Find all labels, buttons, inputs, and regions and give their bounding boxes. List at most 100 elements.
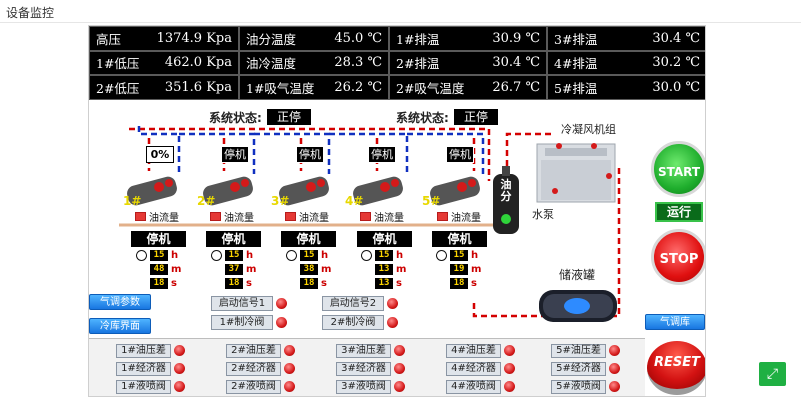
minutes-unit: m xyxy=(171,264,182,275)
fault-lamp xyxy=(284,345,295,356)
oil-flow-lamp xyxy=(210,212,221,221)
fullscreen-icon[interactable]: ⤢ xyxy=(759,362,786,386)
reading-label: 油分温度 xyxy=(246,31,297,47)
compressor-number: 4# xyxy=(345,194,364,208)
fault-lamp xyxy=(504,381,515,392)
oil-flow-lamp xyxy=(437,212,448,221)
minutes-value: 19 xyxy=(450,264,468,275)
reading-value: 30.2 ℃ xyxy=(652,55,700,71)
compressor-number: 1# xyxy=(123,194,142,208)
reading-label: 1#吸气温度 xyxy=(246,80,315,96)
reading-value: 30.4 ℃ xyxy=(652,30,700,46)
ac-params-button[interactable]: 气调参数 xyxy=(89,294,151,310)
hours-value: 15 xyxy=(150,250,168,261)
oil-flow-indicator: 油流量 xyxy=(210,209,254,224)
title-divider xyxy=(0,22,801,23)
reading-label: 1#低压 xyxy=(96,56,140,72)
fault-lamp xyxy=(504,363,515,374)
signal-lamp xyxy=(276,298,287,309)
system-status-label: 系统状态: xyxy=(396,111,449,125)
ac-store-button[interactable]: 气调库 xyxy=(645,314,705,330)
fault-lamp xyxy=(174,363,185,374)
compressor-run-state: 停机 xyxy=(432,231,487,247)
reading-label: 2#排温 xyxy=(396,56,440,72)
clock-icon xyxy=(211,250,222,261)
hours-unit: h xyxy=(396,250,404,261)
fault-lamp xyxy=(284,381,295,392)
compressor-status: 停机 xyxy=(221,146,249,163)
hours-value: 15 xyxy=(300,250,318,261)
fault-label: 1#液喷阀 xyxy=(116,380,171,394)
compressor-graphic xyxy=(430,176,480,206)
cold-store-button[interactable]: 冷库界面 xyxy=(89,318,151,334)
system-status-value: 正停 xyxy=(454,109,498,125)
start-button[interactable]: START xyxy=(651,141,705,197)
clock-icon xyxy=(136,250,147,261)
fault-label: 5#经济器 xyxy=(551,362,606,376)
minutes-value: 13 xyxy=(375,264,393,275)
compressor-number: 5# xyxy=(422,194,441,208)
oil-flow-lamp xyxy=(360,212,371,221)
fault-lamp xyxy=(174,345,185,356)
oil-separator-label: 油分 xyxy=(500,178,512,203)
fault-label: 3#经济器 xyxy=(336,362,391,376)
fault-lamp xyxy=(394,345,405,356)
hours-unit: h xyxy=(471,250,479,261)
suction-pipe xyxy=(407,132,485,174)
reset-button[interactable]: RESET xyxy=(647,341,705,395)
reading-value: 45.0 ℃ xyxy=(334,30,382,46)
minutes-value: 38 xyxy=(300,264,318,275)
run-indicator: 运行 xyxy=(655,202,703,222)
suction-pipe xyxy=(329,132,409,174)
compressor-run-state: 停机 xyxy=(131,231,186,247)
compressor-graphic xyxy=(127,176,177,206)
seconds-value: 18 xyxy=(450,278,468,289)
reading-label: 5#排温 xyxy=(554,80,598,96)
seconds-unit: s xyxy=(171,278,177,289)
signal-label: 启动信号1 xyxy=(211,296,273,311)
reading-label: 2#吸气温度 xyxy=(396,80,465,96)
fault-label: 3#液喷阀 xyxy=(336,380,391,394)
receiver-label: 储液罐 xyxy=(559,268,596,282)
oil-flow-label: 油流量 xyxy=(224,213,254,224)
fault-lamp xyxy=(609,345,620,356)
signal-lamp xyxy=(276,317,287,328)
fault-label: 2#液喷阀 xyxy=(226,380,281,394)
condenser-label: 冷凝风机组 xyxy=(561,123,616,136)
stop-button[interactable]: STOP xyxy=(651,229,705,285)
suction-pipe xyxy=(137,126,181,174)
hours-value: 15 xyxy=(375,250,393,261)
minutes-value: 37 xyxy=(225,264,243,275)
oil-flow-indicator: 油流量 xyxy=(285,209,329,224)
page-title: 设备监控 xyxy=(6,6,55,20)
seconds-unit: s xyxy=(471,278,477,289)
reading-value: 1374.9 Kpa xyxy=(156,30,232,46)
signal-lamp xyxy=(387,298,398,309)
reading-cell: 4#排温 30.2 ℃ xyxy=(547,50,705,76)
fault-lamp xyxy=(394,363,405,374)
reading-value: 351.6 Kpa xyxy=(164,79,232,95)
compressor-status: 停机 xyxy=(446,146,474,163)
fault-lamp xyxy=(284,363,295,374)
reading-cell: 油分温度 45.0 ℃ xyxy=(239,26,389,51)
hours-unit: h xyxy=(171,250,179,261)
fault-label: 1#经济器 xyxy=(116,362,171,376)
compressor-number: 3# xyxy=(271,194,290,208)
reading-label: 4#排温 xyxy=(554,56,598,72)
clock-icon xyxy=(361,250,372,261)
